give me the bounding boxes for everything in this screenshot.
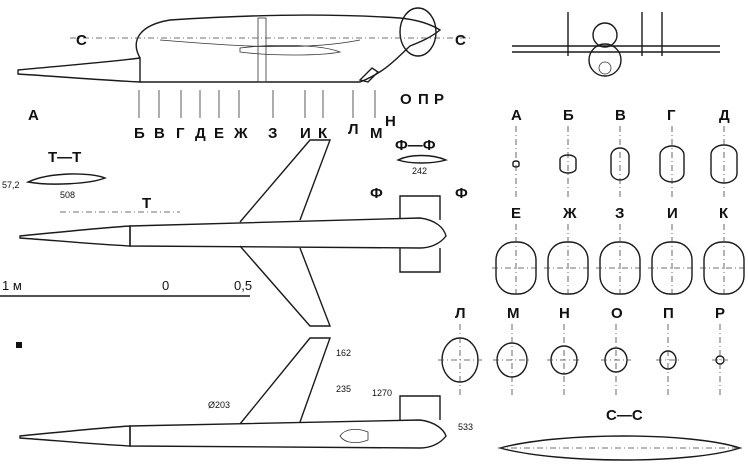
cross-section-Д [710,126,738,198]
cross-section-Л [438,324,482,396]
tt-width: 508 [60,190,75,200]
marker-square [16,342,22,348]
section-letter-15: Р [434,91,444,108]
cross-section-Н [547,324,581,396]
ff-width: 242 [412,166,427,176]
cross-section-Р [712,324,728,396]
grid-label-К: К [719,205,729,222]
plan-view-top: Т Ф Ф [19,139,468,327]
cross-section-Б [559,126,577,198]
grid-label-И: И [667,205,678,222]
section-letter-9: К [318,125,328,142]
section-ff: Ф—Ф 242 [395,137,449,176]
grid-label-Р: Р [715,305,725,322]
section-letter-11: М [370,125,383,142]
cut-f-left: Ф [370,185,383,202]
section-letter-5: Е [214,125,224,142]
cross-section-А [512,126,520,198]
grid-label-З: З [615,205,624,222]
cross-section-Г [659,126,685,198]
section-letter-12: Н [385,113,396,130]
grid-label-Ж: Ж [562,205,577,222]
cc-title: С—С [606,407,643,424]
dim-533: 533 [458,422,473,432]
section-letter-13: О [400,91,412,108]
tt-title: Т—Т [48,149,81,166]
section-letter-8: И [300,125,311,142]
grid-label-Б: Б [563,107,574,124]
grid-label-М: М [507,305,520,322]
cross-section-О [601,324,631,396]
cross-section-Ж [544,224,592,296]
grid-label-О: О [611,305,623,322]
grid-label-Е: Е [511,205,521,222]
section-letter-10: Л [348,121,359,138]
section-letter-0: А [28,107,39,124]
cross-section-Е [492,224,540,296]
scale-right: 0,5 [234,278,252,293]
grid-label-В: В [615,107,626,124]
plan-view-bottom: Ø203 162 235 1270 533 [16,337,473,449]
section-letter-1: Б [134,125,145,142]
scale-mid: 0 [162,278,169,293]
tt-height: 57,2 [2,180,20,190]
cross-section-З [596,224,644,296]
dim-162: 162 [336,348,351,358]
grid-label-А: А [511,107,522,124]
cut-c-right: С [455,32,466,49]
section-tt: Т—Т 508 57,2 [2,149,107,200]
front-view [512,12,720,77]
scale-bar: 1 м 0 0,5 [0,278,252,297]
grid-label-Г: Г [667,107,676,124]
cross-section-В [610,126,630,198]
grid-label-Н: Н [559,305,570,322]
section-letter-6: Ж [233,125,248,142]
section-letter-2: В [154,125,165,142]
cross-section-П [656,324,680,396]
cut-f-right: Ф [455,185,468,202]
section-cc: С—С [497,407,743,461]
cross-section-И [648,224,696,296]
side-view: С С [17,7,470,118]
grid-label-П: П [663,305,674,322]
section-grid: А Б В Г Д Е Ж З И К Л М Н О П Р [438,107,748,396]
section-letter-3: Г [176,125,185,142]
section-letter-7: З [268,125,277,142]
grid-label-Л: Л [455,305,466,322]
section-letter-14: П [418,91,429,108]
dim-1270: 1270 [372,388,392,398]
section-ticks [138,90,376,118]
scale-left: 1 м [2,278,22,293]
grid-label-Д: Д [719,107,730,124]
cross-section-М [493,324,531,396]
dim-235: 235 [336,384,351,394]
cross-section-К [700,224,748,296]
dim-203: Ø203 [208,400,230,410]
ff-title: Ф—Ф [395,137,436,154]
cut-c-left: С [76,32,87,49]
cut-t: Т [142,195,151,212]
section-letter-4: Д [195,125,206,142]
